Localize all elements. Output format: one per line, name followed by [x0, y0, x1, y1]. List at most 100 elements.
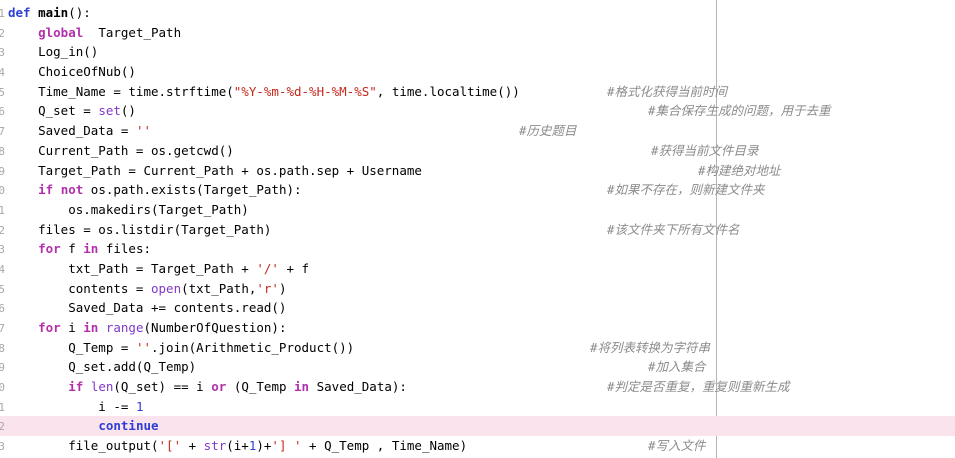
code-text: Q_Temp = ''.join(Arithmetic_Product())	[0, 338, 354, 358]
code-line[interactable]: 9 Target_Path = Current_Path + os.path.s…	[0, 161, 955, 181]
token-p: )	[278, 280, 287, 296]
code-line[interactable]: 16 Saved_Data += contents.read()	[0, 298, 955, 318]
token-p: txt_Path = Target_Path +	[8, 260, 257, 276]
token-p: .join(Arithmetic_Product())	[151, 339, 355, 355]
token-k: if	[38, 182, 54, 198]
line-number-clipped: 10	[0, 184, 5, 198]
token-k: for	[38, 241, 61, 257]
line-number-clipped: 23	[0, 440, 5, 454]
token-p	[98, 320, 106, 335]
code-text: Log_in()	[0, 42, 98, 62]
token-k: in	[83, 320, 99, 335]
token-p: (Q_Temp	[226, 379, 295, 395]
code-text: txt_Path = Target_Path + '/' + f	[0, 259, 309, 279]
token-p: Log_in()	[8, 44, 99, 60]
token-p: contents =	[8, 280, 151, 296]
code-line-current[interactable]: 22 continue	[0, 416, 955, 437]
code-line[interactable]: 18 Q_Temp = ''.join(Arithmetic_Product()…	[0, 338, 955, 358]
token-k: if	[68, 379, 84, 395]
line-number-clipped: 2	[0, 26, 5, 40]
code-text: file_output('[' + str(i+1)+'] ' + Q_Temp…	[0, 436, 467, 456]
token-p: ()	[120, 103, 136, 119]
token-p: i -=	[8, 398, 136, 414]
token-p: f	[60, 241, 84, 257]
token-k: or	[211, 379, 227, 395]
token-p: Target_Path	[83, 24, 182, 40]
token-s: '/'	[256, 260, 279, 276]
code-line[interactable]: 4 ChoiceOfNub()	[0, 62, 955, 82]
token-k: in	[294, 379, 310, 395]
line-number-clipped: 1	[0, 7, 5, 20]
token-p: Q_set.add(Q_Temp)	[8, 359, 197, 375]
token-p: , time.localtime())	[376, 83, 520, 99]
token-f: main	[38, 5, 69, 20]
token-p	[8, 320, 38, 335]
line-number-clipped: 3	[0, 46, 5, 60]
token-p	[8, 241, 38, 256]
token-p	[8, 182, 38, 197]
code-line[interactable]: 17 for i in range(NumberOfQuestion):	[0, 318, 955, 338]
code-line[interactable]: 15 contents = open(txt_Path,'r')	[0, 279, 955, 299]
code-line[interactable]: 21 i -= 1	[0, 397, 955, 417]
token-p: Saved_Data =	[8, 123, 136, 139]
code-line[interactable]: 19 Q_set.add(Q_Temp)#加入集合	[0, 357, 955, 377]
code-line[interactable]: 11 os.makedirs(Target_Path)	[0, 200, 955, 220]
inline-comment: #如果不存在，则新建文件夹	[607, 182, 765, 198]
code-line[interactable]: 6 Q_set = set()#集合保存生成的问题，用于去重	[0, 101, 955, 121]
line-number-clipped: 4	[0, 66, 5, 80]
token-s: ''	[135, 339, 151, 355]
token-p: (txt_Path,	[181, 280, 257, 296]
token-p: os.path.exists(Target_Path):	[83, 182, 302, 198]
line-number-clipped: 12	[0, 223, 5, 237]
code-line[interactable]: 13 for f in files:	[0, 239, 955, 259]
token-s: 'r'	[256, 280, 279, 296]
token-p: Q_Temp =	[8, 339, 136, 355]
code-line[interactable]: 12 files = os.listdir(Target_Path)#该文件夹下…	[0, 220, 955, 240]
token-b: str	[203, 438, 227, 454]
token-p: ():	[68, 5, 91, 20]
code-text: if not os.path.exists(Target_Path):	[0, 180, 302, 200]
line-number-clipped: 8	[0, 144, 5, 158]
code-text: def main():	[0, 3, 91, 23]
code-text: for f in files:	[0, 239, 151, 259]
line-number-clipped: 16	[0, 302, 5, 316]
token-b: range	[105, 320, 144, 335]
token-p: Time_Name = time.strftime(	[8, 83, 234, 99]
code-line[interactable]: 2 global Target_Path	[0, 23, 955, 43]
code-line[interactable]: 7 Saved_Data = ''#历史题目	[0, 121, 955, 141]
code-line[interactable]: 3 Log_in()	[0, 42, 955, 62]
token-n: 1	[248, 438, 257, 454]
token-p: Saved_Data):	[309, 379, 407, 395]
token-p	[8, 379, 68, 394]
token-p	[83, 379, 91, 394]
code-line[interactable]: 23 file_output('[' + str(i+1)+'] ' + Q_T…	[0, 436, 955, 456]
token-p	[31, 5, 39, 20]
code-text: Target_Path = Current_Path + os.path.sep…	[0, 161, 422, 181]
token-s: '] '	[271, 438, 302, 454]
inline-comment: #判定是否重复，重复则重新生成	[607, 379, 790, 395]
token-p	[8, 418, 98, 433]
line-number-clipped: 15	[0, 282, 5, 296]
code-text: global Target_Path	[0, 23, 181, 43]
code-line[interactable]: 14 txt_Path = Target_Path + '/' + f	[0, 259, 955, 279]
code-text: Q_set = set()	[0, 101, 136, 121]
inline-comment: #历史题目	[519, 123, 577, 139]
line-number-clipped: 6	[0, 105, 5, 119]
line-number-clipped: 13	[0, 243, 5, 257]
code-text: files = os.listdir(Target_Path)	[0, 220, 271, 240]
line-number-clipped: 9	[0, 164, 5, 178]
code-line[interactable]: 10 if not os.path.exists(Target_Path): #如…	[0, 180, 955, 200]
token-p: files:	[98, 241, 152, 257]
code-line[interactable]: 5 Time_Name = time.strftime("%Y-%m-%d-%H…	[0, 82, 955, 102]
code-text: Current_Path = os.getcwd()	[0, 141, 234, 161]
token-p: os.makedirs(Target_Path)	[8, 201, 249, 217]
code-text: ChoiceOfNub()	[0, 62, 136, 82]
code-text: Saved_Data += contents.read()	[0, 298, 286, 318]
code-text: Time_Name = time.strftime("%Y-%m-%d-%H-%…	[0, 82, 520, 102]
line-number-clipped: 21	[0, 400, 5, 414]
code-line[interactable]: 20 if len(Q_set) == i or (Q_Temp in Save…	[0, 377, 955, 397]
code-line[interactable]: 8 Current_Path = os.getcwd()#获得当前文件目录	[0, 141, 955, 161]
line-number-clipped: 22	[0, 420, 5, 434]
